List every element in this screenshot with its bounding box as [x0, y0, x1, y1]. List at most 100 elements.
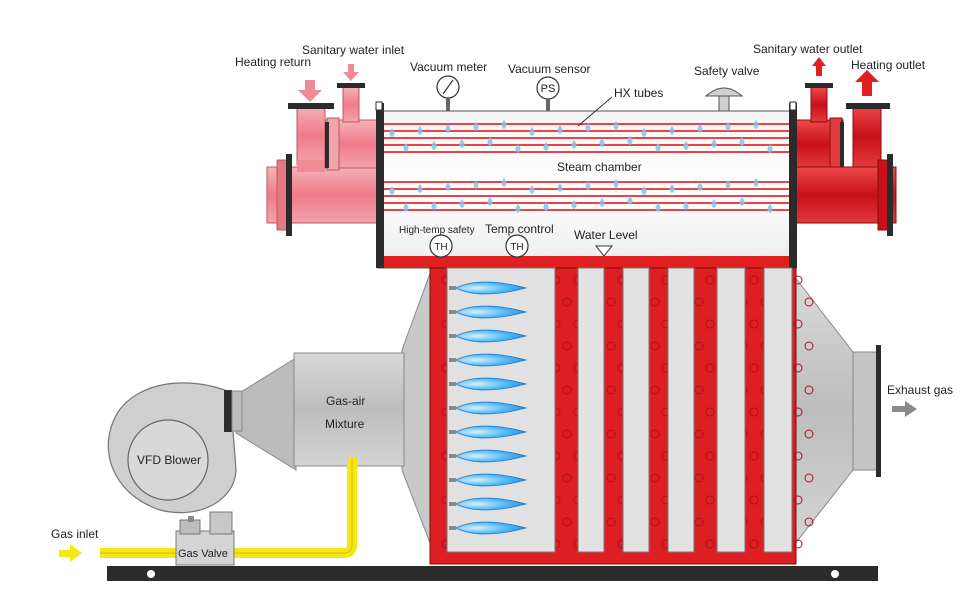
jacket-dot: [749, 539, 759, 549]
label-sanitary-water-outlet: Sanitary water outlet: [753, 42, 863, 56]
label-gas-inlet: Gas inlet: [51, 527, 99, 541]
droplet: [753, 178, 759, 187]
vacuum-sensor-mark: PS: [541, 83, 556, 95]
burner-nozzle: [449, 406, 456, 410]
jacket-dot: [804, 429, 814, 439]
flame: [455, 449, 528, 463]
jacket-dot: [606, 473, 616, 483]
label-gas-air-line2: Mixture: [325, 417, 365, 431]
jacket-dot: [694, 341, 704, 351]
heating-return-manifold: [266, 103, 381, 236]
water-level-icon: [594, 245, 614, 257]
droplet: [627, 136, 633, 145]
vacuum-sensor-icon: PS: [536, 76, 560, 111]
droplet: [711, 199, 717, 208]
flame: [455, 281, 528, 295]
safety-valve-icon: [704, 87, 744, 112]
sanitary-inlet-pipe: [337, 83, 365, 123]
droplet: [753, 120, 759, 129]
flame: [455, 377, 528, 391]
flame: [455, 401, 528, 415]
droplet: [515, 144, 521, 153]
droplet: [501, 120, 507, 129]
temp-control-mark: TH: [510, 242, 523, 253]
flame: [455, 329, 528, 343]
flame: [455, 473, 528, 487]
droplet: [767, 144, 773, 153]
jacket-dot: [562, 341, 572, 351]
flame: [455, 497, 528, 511]
heating-return-arrow: [298, 80, 322, 102]
droplet: [669, 184, 675, 193]
droplet: [431, 141, 437, 150]
label-hx-tubes: HX tubes: [614, 86, 663, 100]
label-vfd-blower: VFD Blower: [137, 453, 201, 467]
condensate-droplets: [389, 120, 773, 213]
droplet: [725, 122, 731, 131]
droplet: [403, 143, 409, 152]
droplet: [501, 178, 507, 187]
jacket-dot: [705, 539, 715, 549]
droplet: [543, 202, 549, 211]
jacket-dot: [606, 341, 616, 351]
label-heating-return: Heating return: [235, 55, 311, 69]
label-safety-valve: Safety valve: [694, 64, 760, 78]
jacket-dot: [793, 363, 803, 373]
burner-nozzle: [449, 286, 456, 290]
label-water-level: Water Level: [574, 228, 638, 242]
jacket-dot: [650, 385, 660, 395]
jacket-dot: [650, 297, 660, 307]
gas-pipe: [100, 458, 357, 558]
droplet: [613, 121, 619, 130]
droplet: [473, 122, 479, 131]
droplet: [487, 137, 493, 146]
droplet: [669, 126, 675, 135]
heating-outlet-manifold: [789, 103, 897, 236]
droplet: [529, 127, 535, 136]
label-high-temp-safety: High-temp safety: [399, 225, 475, 236]
droplet: [389, 186, 395, 195]
jacket-dot: [749, 495, 759, 505]
droplet: [557, 125, 563, 134]
jacket-dot: [705, 407, 715, 417]
droplet: [697, 124, 703, 133]
droplet: [543, 142, 549, 151]
jacket-dot: [705, 495, 715, 505]
jacket-dot: [705, 451, 715, 461]
jacket-dot: [606, 517, 616, 527]
droplet: [683, 201, 689, 210]
jacket-dot: [749, 275, 759, 285]
jacket-dot: [562, 385, 572, 395]
jacket-dot: [749, 451, 759, 461]
sanitary-outlet-pipe: [805, 83, 833, 123]
jacket-dot: [650, 429, 660, 439]
jacket-dot: [606, 385, 616, 395]
jacket-dot: [562, 429, 572, 439]
gas-valve-icon: [175, 511, 235, 566]
sanitary-inlet-arrow: [343, 64, 359, 81]
droplet: [641, 128, 647, 137]
inlet-hood: [401, 267, 433, 549]
jacket-dot: [793, 319, 803, 329]
jacket-dot: [694, 297, 704, 307]
flame: [455, 425, 528, 439]
droplet: [515, 204, 521, 213]
flame: [455, 521, 528, 535]
droplet: [459, 199, 465, 208]
burner-nozzle: [449, 358, 456, 362]
droplet: [557, 183, 563, 192]
jacket-dot: [562, 297, 572, 307]
droplet: [739, 197, 745, 206]
droplet: [641, 186, 647, 195]
jacket-dot: [705, 363, 715, 373]
burner-nozzle: [449, 430, 456, 434]
label-steam-chamber: Steam chamber: [557, 160, 642, 174]
jacket-dot: [793, 451, 803, 461]
droplet: [725, 180, 731, 189]
jacket-dot: [694, 385, 704, 395]
burner-nozzle: [449, 334, 456, 338]
jacket-dot: [804, 473, 814, 483]
jacket-dot: [804, 517, 814, 527]
